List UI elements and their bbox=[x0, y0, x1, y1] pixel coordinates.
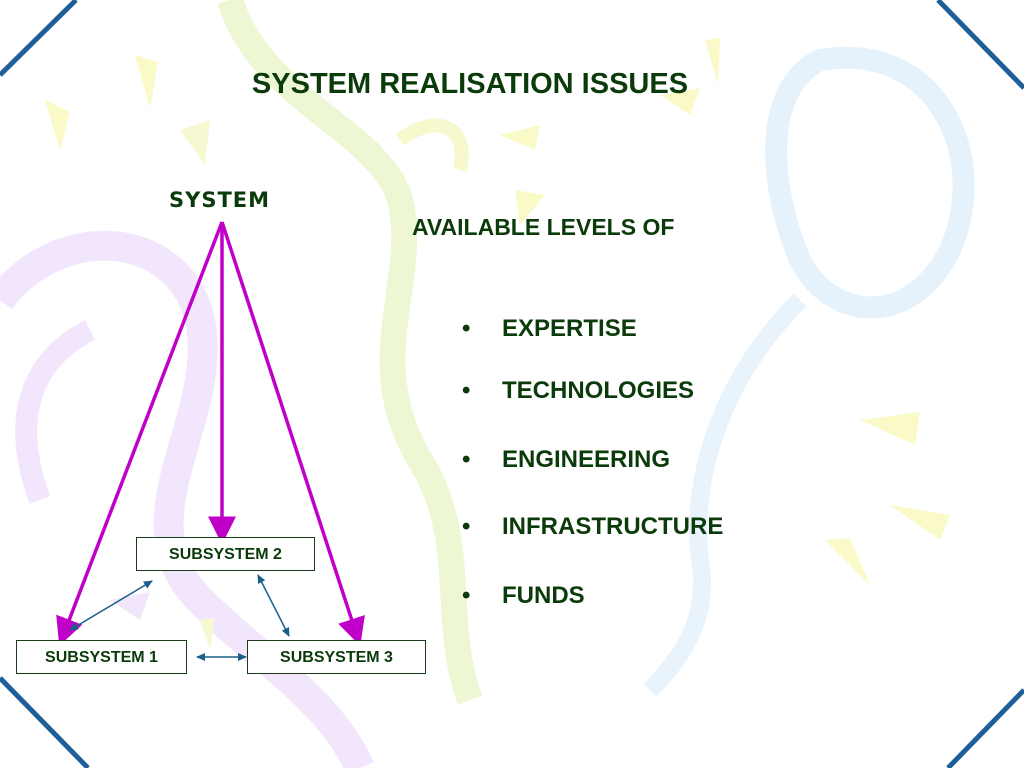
list-item-label: FUNDS bbox=[502, 582, 585, 609]
streamer-green bbox=[217, 0, 483, 705]
list-item-label: TECHNOLOGIES bbox=[502, 377, 695, 404]
confetti bbox=[860, 412, 920, 445]
arrow-system-to-subsystem-1 bbox=[56, 221, 224, 646]
subsystem-1-box: SUBSYSTEM 1 bbox=[16, 640, 187, 674]
corner-line-bottom-right bbox=[946, 688, 1024, 768]
corner-line-top-right bbox=[936, 0, 1024, 90]
confetti bbox=[825, 538, 870, 585]
bullet-marker: • bbox=[462, 582, 471, 609]
streamer-lilac-2 bbox=[15, 320, 96, 504]
list-item: • ENGINEERING bbox=[462, 446, 670, 474]
confetti bbox=[705, 38, 720, 85]
streamer-blue bbox=[643, 293, 807, 697]
confetti bbox=[890, 505, 950, 540]
subsystem-3-box: SUBSYSTEM 3 bbox=[247, 640, 426, 674]
corner-line-bottom-left bbox=[0, 676, 90, 768]
streamer-yellow bbox=[395, 118, 469, 172]
confetti bbox=[200, 618, 215, 650]
confetti bbox=[45, 100, 70, 150]
bullet-marker: • bbox=[462, 315, 471, 342]
bullet-marker: • bbox=[462, 513, 471, 540]
subsystem-2-box: SUBSYSTEM 2 bbox=[136, 537, 315, 571]
available-levels-heading: AVAILABLE LEVELS OF bbox=[412, 214, 675, 240]
bullet-marker: • bbox=[462, 377, 471, 404]
link-subsystem-1-subsystem-2 bbox=[69, 580, 153, 631]
system-label: SYSTEM bbox=[169, 188, 271, 212]
confetti bbox=[180, 120, 210, 165]
confetti bbox=[135, 55, 158, 108]
link-subsystem-2-subsystem-3 bbox=[257, 574, 290, 637]
list-item: • FUNDS bbox=[462, 582, 585, 610]
list-item: • INFRASTRUCTURE bbox=[462, 513, 723, 541]
arrow-system-to-subsystem-3 bbox=[220, 221, 365, 646]
list-item: • TECHNOLOGIES bbox=[462, 377, 694, 405]
slide-title: SYSTEM REALISATION ISSUES bbox=[251, 68, 689, 100]
balloon-outline bbox=[765, 46, 975, 319]
list-item-label: INFRASTRUCTURE bbox=[502, 513, 724, 540]
list-item-label: EXPERTISE bbox=[502, 315, 637, 342]
confetti bbox=[515, 190, 545, 225]
confetti bbox=[660, 88, 700, 115]
corner-line-top-left bbox=[0, 0, 78, 77]
list-item: • EXPERTISE bbox=[462, 315, 637, 343]
confetti bbox=[500, 125, 540, 150]
list-item-label: ENGINEERING bbox=[502, 446, 671, 473]
bullet-marker: • bbox=[462, 446, 471, 473]
